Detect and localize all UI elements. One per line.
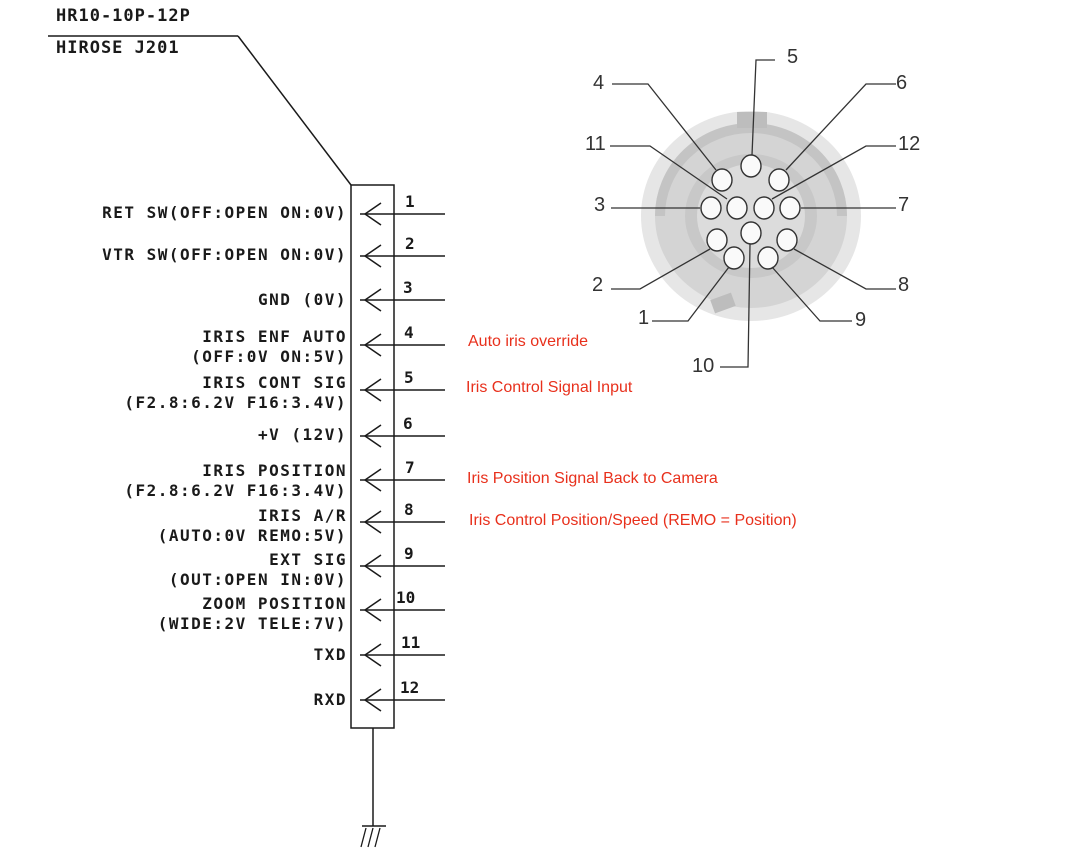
annotation-pin8: Iris Control Position/Speed (REMO = Posi… <box>469 512 797 529</box>
connector-name: HIROSE J201 <box>56 38 180 58</box>
face-pin-2 <box>706 228 728 252</box>
face-label-11: 11 <box>585 133 606 155</box>
pin-number-5: 5 <box>404 368 414 387</box>
pin-label-10: ZOOM POSITION <box>202 594 347 613</box>
face-leader-4 <box>612 83 717 171</box>
face-label-4: 4 <box>593 72 605 94</box>
part-number: HR10-10P-12P <box>56 6 191 26</box>
face-pin-6 <box>768 168 790 192</box>
pin-label-7-sub: (F2.8:6.2V F16:3.4V) <box>124 481 347 500</box>
pin-label-4-sub: (OFF:0V ON:5V) <box>191 347 347 366</box>
arrow-icon <box>363 510 382 534</box>
arrow-icon <box>363 688 382 712</box>
pin-number-11: 11 <box>401 633 421 652</box>
annotation-pin5: Iris Control Signal Input <box>466 379 633 396</box>
pin-label-5: IRIS CONT SIG <box>202 373 347 392</box>
pin-label-2: VTR SW(OFF:OPEN ON:0V) <box>102 245 347 264</box>
pin-label-9-sub: (OUT:OPEN IN:0V) <box>168 570 347 589</box>
face-pin-7 <box>779 196 801 220</box>
pin-label-1: RET SW(OFF:OPEN ON:0V) <box>102 203 347 222</box>
face-pin-3 <box>700 196 722 220</box>
pin-number-1: 1 <box>405 192 415 211</box>
face-label-10: 10 <box>692 355 715 377</box>
face-pin-5 <box>740 154 762 178</box>
arrow-icon <box>363 554 382 578</box>
pin-label-5-sub: (F2.8:6.2V F16:3.4V) <box>124 393 347 412</box>
face-label-9: 9 <box>855 309 867 331</box>
annotation-pin7: Iris Position Signal Back to Camera <box>467 470 718 487</box>
arrow-icon <box>363 333 382 357</box>
pin-number-10: 10 <box>396 588 416 607</box>
arrow-icon <box>363 202 382 226</box>
face-pin-12 <box>753 196 775 220</box>
pin-number-8: 8 <box>404 500 414 519</box>
arrow-icon <box>363 468 382 492</box>
connector-body <box>350 184 395 729</box>
arrow-icon <box>363 598 382 622</box>
face-pin-11 <box>726 196 748 220</box>
pin-number-6: 6 <box>403 414 413 433</box>
pin-label-11: TXD <box>313 645 347 664</box>
pin-number-12: 12 <box>400 678 420 697</box>
face-label-3: 3 <box>594 194 606 216</box>
face-pin-9 <box>757 246 779 270</box>
face-label-5: 5 <box>787 46 799 68</box>
pin-number-9: 9 <box>404 544 414 563</box>
face-label-7: 7 <box>898 194 910 216</box>
face-leader-6 <box>785 83 896 171</box>
face-pin-8 <box>776 228 798 252</box>
annotation-pin4: Auto iris override <box>468 333 589 350</box>
connector-face-pins <box>700 154 801 270</box>
face-leader-11 <box>610 145 728 200</box>
arrow-icon <box>363 643 382 667</box>
face-label-1: 1 <box>638 307 650 329</box>
pin-wires <box>360 202 445 712</box>
pin-label-12: RXD <box>313 690 347 709</box>
pin-number-7: 7 <box>405 458 415 477</box>
face-leader-10 <box>720 243 751 368</box>
arrow-icon <box>363 288 382 312</box>
pin-label-8-sub: (AUTO:0V REMO:5V) <box>157 526 347 545</box>
pin-label-10-sub: (WIDE:2V TELE:7V) <box>157 614 347 633</box>
pin-label-4: IRIS ENF AUTO <box>202 327 347 346</box>
ground-icon <box>360 825 386 848</box>
arrow-icon <box>363 424 382 448</box>
face-leader-2 <box>611 248 711 290</box>
connector-face-leaders <box>610 59 896 368</box>
face-leader-9 <box>771 266 852 322</box>
face-leader-5 <box>751 59 775 156</box>
pin-number-4: 4 <box>404 323 414 342</box>
header-leader <box>237 35 352 186</box>
pin-label-9: EXT SIG <box>269 550 347 569</box>
pin-label-8: IRIS A/R <box>257 506 347 525</box>
face-pin-10 <box>740 221 762 245</box>
face-label-8: 8 <box>898 274 910 296</box>
pin-label-3: GND (0V) <box>257 290 347 309</box>
face-leader-8 <box>793 248 896 290</box>
face-leader-1 <box>652 266 730 322</box>
face-leader-12 <box>771 145 896 200</box>
face-pin-1 <box>723 246 745 270</box>
pin-number-2: 2 <box>405 234 415 253</box>
pin-label-6: +V (12V) <box>257 425 347 444</box>
face-pin-4 <box>711 168 733 192</box>
connector-face-icon <box>641 111 861 321</box>
face-label-2: 2 <box>592 274 604 296</box>
arrow-icon <box>363 244 382 268</box>
pin-label-7: IRIS POSITION <box>202 461 347 480</box>
pin-number-3: 3 <box>403 278 413 297</box>
face-label-12: 12 <box>898 133 921 155</box>
arrow-icon <box>363 378 382 402</box>
face-label-6: 6 <box>896 72 908 94</box>
